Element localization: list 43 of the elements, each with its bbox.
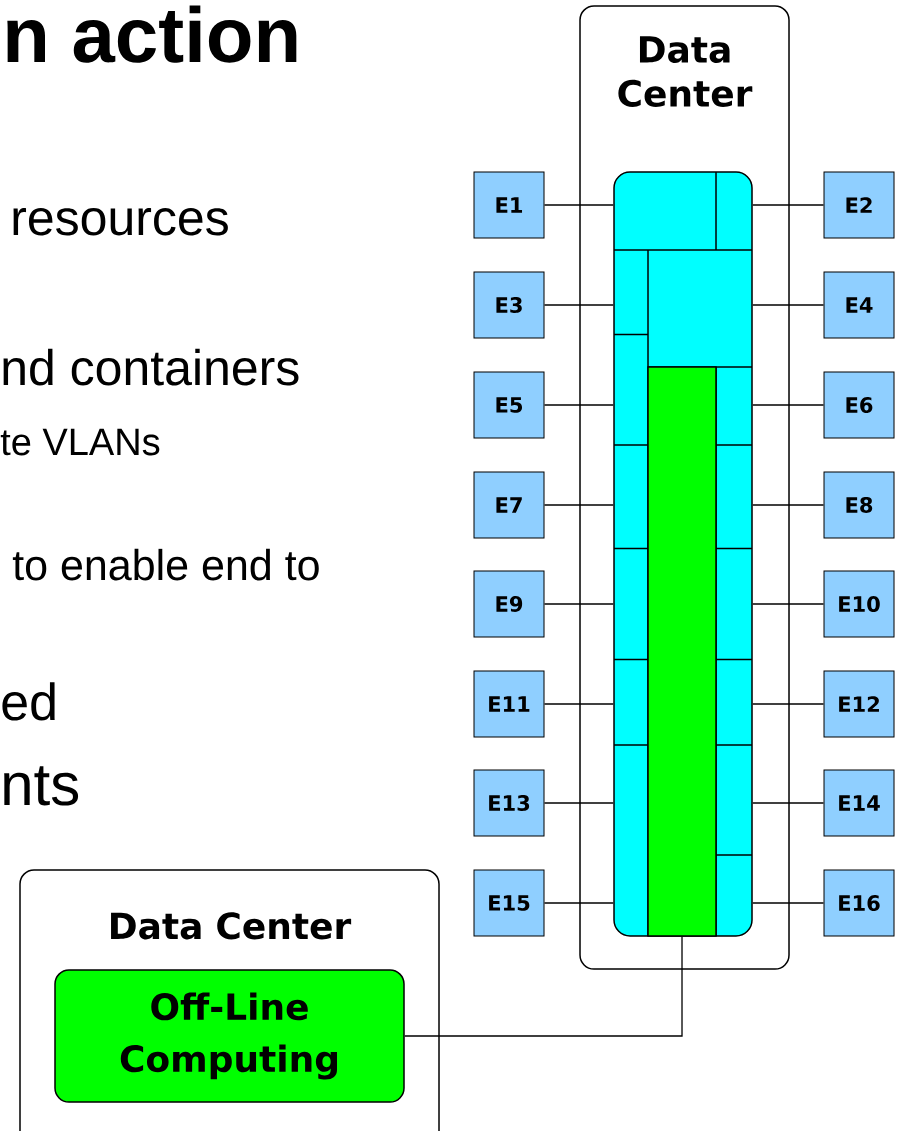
connector-line <box>752 204 825 206</box>
connector-line <box>543 304 614 306</box>
slide-text: to enable end to <box>12 548 319 581</box>
endpoint-box: E13 <box>473 769 545 837</box>
slide-text: te VLANs <box>0 428 160 456</box>
connector-line <box>543 504 614 506</box>
slide-text: nts <box>4 766 79 806</box>
connector-line <box>404 936 683 1037</box>
connector-line <box>752 902 825 904</box>
connector-line <box>752 802 825 804</box>
slide-text: ed <box>2 682 55 721</box>
endpoint-box: E6 <box>823 371 895 439</box>
endpoint-box: E4 <box>823 271 895 339</box>
slide-text: resources <box>13 208 228 236</box>
connector-line <box>752 603 825 605</box>
endpoint-box: E3 <box>473 271 545 339</box>
endpoint-box: E15 <box>473 869 545 937</box>
endpoint-box: E14 <box>823 769 895 837</box>
connector-line <box>752 504 825 506</box>
endpoint-box: E16 <box>823 869 895 937</box>
connector-line <box>543 603 614 605</box>
endpoint-box: E1 <box>473 171 545 239</box>
endpoint-box: E11 <box>473 670 545 738</box>
endpoint-box: E10 <box>823 570 895 638</box>
connector-line <box>752 304 825 306</box>
connector-line <box>543 902 614 904</box>
data-center-box: Data Center <box>579 5 790 970</box>
connector-line <box>543 404 614 406</box>
connector-line <box>543 204 614 206</box>
endpoint-box: E7 <box>473 471 545 539</box>
endpoint-box: E9 <box>473 570 545 638</box>
computing-box: Off-Line Computing <box>54 969 405 1103</box>
endpoint-box: E2 <box>823 171 895 239</box>
endpoint-box: E12 <box>823 670 895 738</box>
connector-line <box>752 703 825 705</box>
endpoint-box: E5 <box>473 371 545 439</box>
slide-text: nd containers <box>3 348 299 386</box>
connector-line <box>543 802 614 804</box>
connector-line <box>752 404 825 406</box>
endpoint-box: E8 <box>823 471 895 539</box>
partition-bar <box>647 366 717 937</box>
diagram-title: n action <box>7 5 297 63</box>
connector-line <box>543 703 614 705</box>
